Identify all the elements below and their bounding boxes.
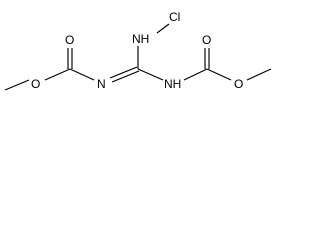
structure-diagram: Cl NH N NH O O O O (4, 10, 272, 91)
atom-chlorine: Cl (169, 10, 180, 24)
atom-imine-nitrogen-left: N (97, 77, 106, 91)
bonds (4, 23, 272, 91)
atom-amine-nitrogen-right: NH (164, 77, 181, 91)
bond-right-carbonyl-o (206, 68, 232, 81)
bond-nh-cl (156, 23, 170, 34)
bond-left-methyl-o (4, 79, 30, 91)
bond-left-o-carbonyl-c (44, 68, 71, 81)
bond-left-carbonyl-n (69, 68, 95, 81)
atom-labels: Cl NH N NH O O O O (31, 10, 243, 91)
bond-n-central-double-a (109, 66, 138, 79)
atom-imine-nitrogen-top: NH (132, 32, 149, 46)
bond-central-nh-right (137, 68, 164, 81)
atom-ester-oxygen-left: O (31, 77, 40, 91)
bond-right-o-methyl (246, 68, 272, 81)
atom-carbonyl-oxygen-left: O (65, 33, 74, 47)
bond-nh-right-carbonyl-c (183, 68, 208, 81)
bond-n-central-double-b (111, 70, 140, 83)
atom-ester-oxygen-right: O (234, 77, 243, 91)
atom-carbonyl-oxygen-right: O (202, 33, 211, 47)
